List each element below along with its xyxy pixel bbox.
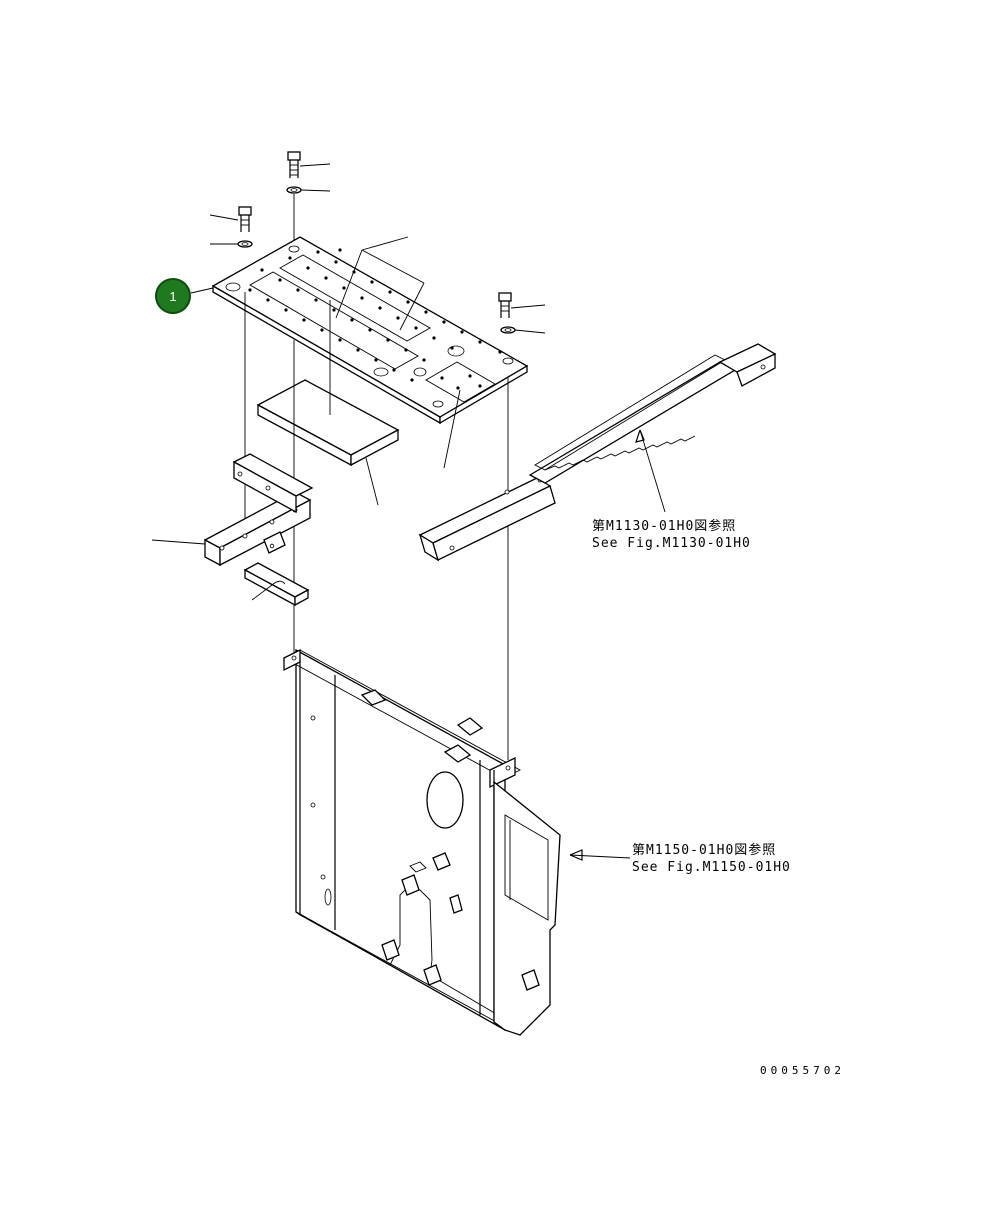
callout-ref-upper-en: See Fig.M1130-01H0 xyxy=(592,536,751,551)
perforated-cover-plate xyxy=(211,236,529,469)
bolt-top xyxy=(287,151,331,178)
bolt-right xyxy=(498,292,546,318)
part-number-badge[interactable]: 1 xyxy=(155,278,191,314)
callout-ref-lower-en: See Fig.M1150-01H0 xyxy=(632,860,791,875)
rail-assembly xyxy=(418,343,777,562)
bolt-left xyxy=(209,206,252,232)
callout-ref-lower-jp: 第M1150-01H0図参照 xyxy=(632,843,777,858)
callout-ref-lower: 第M1150-01H0図参照 See Fig.M1150-01H0 xyxy=(632,842,791,876)
drawing-number: 00055702 xyxy=(760,1064,845,1077)
callout-ref-upper: 第M1130-01H0図参照 See Fig.M1130-01H0 xyxy=(592,518,751,552)
insulation-pad xyxy=(256,300,400,506)
washer-left xyxy=(210,240,253,248)
washer-right xyxy=(500,326,546,334)
washer-top xyxy=(286,186,331,245)
spacer-block xyxy=(243,562,310,607)
plate-perforations xyxy=(248,248,502,390)
main-panel xyxy=(283,648,631,1036)
callout-ref-upper-jp: 第M1130-01H0図参照 xyxy=(592,519,737,534)
angle-bracket-left xyxy=(151,453,314,567)
